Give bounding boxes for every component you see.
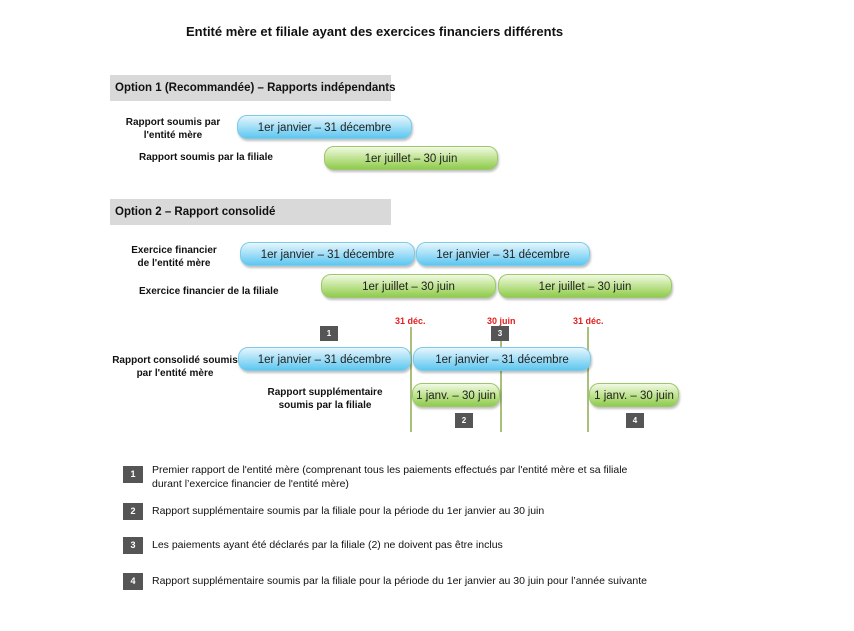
option2-sub-fy-bar-2: 1er juillet – 30 juin bbox=[498, 274, 672, 298]
marker-jun30: 30 juin bbox=[487, 316, 516, 326]
option1-parent-period-bar: 1er janvier – 31 décembre bbox=[237, 115, 412, 139]
legend-item-3: Les paiements ayant été déclarés par la … bbox=[152, 539, 503, 551]
badge-2: 2 bbox=[455, 413, 473, 428]
option2-header: Option 2 – Rapport consolidé bbox=[110, 199, 391, 225]
badge-3: 3 bbox=[491, 326, 509, 341]
legend-item-1-line2: durant l’exercice financier de l'entité … bbox=[152, 478, 349, 490]
legend-badge-2: 2 bbox=[123, 503, 143, 520]
option1-parent-label-line2: l'entité mère bbox=[143, 130, 203, 141]
supplementary-label-line1: Rapport supplémentaire bbox=[267, 387, 383, 398]
marker-dec31-first: 31 déc. bbox=[395, 316, 426, 326]
guide-line-dec31-second bbox=[587, 327, 589, 432]
legend-badge-3: 3 bbox=[123, 537, 143, 554]
legend-badge-4: 4 bbox=[123, 573, 143, 590]
guide-line-dec31-first bbox=[410, 327, 412, 432]
option2-parent-fy-label: Exercice financier de l'entité mère bbox=[118, 244, 230, 270]
consolidated-label-line2: par l'entité mère bbox=[136, 368, 214, 379]
diagram-title: Entité mère et filiale ayant des exercic… bbox=[186, 24, 564, 39]
option2-parent-fy-label-line1: Exercice financier bbox=[131, 245, 217, 256]
option1-parent-label: Rapport soumis par l'entité mère bbox=[118, 116, 228, 142]
marker-dec31-second: 31 déc. bbox=[573, 316, 604, 326]
legend-item-1-line1: Premier rapport de l'entité mère (compre… bbox=[152, 464, 628, 476]
legend-item-1: Premier rapport de l'entité mère (compre… bbox=[152, 463, 772, 491]
option2-parent-fy-bar-2: 1er janvier – 31 décembre bbox=[416, 242, 590, 266]
consolidated-bar-1: 1er janvier – 31 décembre bbox=[238, 347, 411, 371]
supplementary-bar-2: 1 janv. – 30 juin bbox=[589, 383, 679, 407]
option2-parent-fy-label-line2: de l'entité mère bbox=[137, 258, 211, 269]
consolidated-label-line1: Rapport consolidé soumis bbox=[112, 355, 238, 366]
badge-1: 1 bbox=[320, 326, 338, 341]
consolidated-label: Rapport consolidé soumis par l'entité mè… bbox=[110, 354, 240, 380]
option2-parent-fy-bar-1: 1er janvier – 31 décembre bbox=[240, 242, 415, 266]
option1-parent-label-line1: Rapport soumis par bbox=[125, 117, 221, 128]
option1-sub-label: Rapport soumis par la filiale bbox=[139, 152, 273, 163]
supplementary-label: Rapport supplémentaire soumis par la fil… bbox=[255, 386, 395, 412]
legend-item-4: Rapport supplémentaire soumis par la fil… bbox=[152, 575, 647, 587]
option2-sub-fy-label: Exercice financier de la filiale bbox=[139, 286, 279, 297]
supplementary-bar-1: 1 janv. – 30 juin bbox=[412, 383, 500, 407]
legend-item-2: Rapport supplémentaire soumis par la fil… bbox=[152, 505, 545, 517]
supplementary-label-line2: soumis par la filiale bbox=[278, 400, 372, 411]
consolidated-bar-2: 1er janvier – 31 décembre bbox=[413, 347, 591, 371]
option1-header: Option 1 (Recommandée) – Rapports indépe… bbox=[110, 75, 396, 101]
guide-line-jun30 bbox=[500, 327, 502, 432]
option2-sub-fy-bar-1: 1er juillet – 30 juin bbox=[321, 274, 496, 298]
badge-4: 4 bbox=[626, 413, 644, 428]
legend-badge-1: 1 bbox=[123, 466, 143, 483]
option1-sub-period-bar: 1er juillet – 30 juin bbox=[324, 146, 498, 170]
